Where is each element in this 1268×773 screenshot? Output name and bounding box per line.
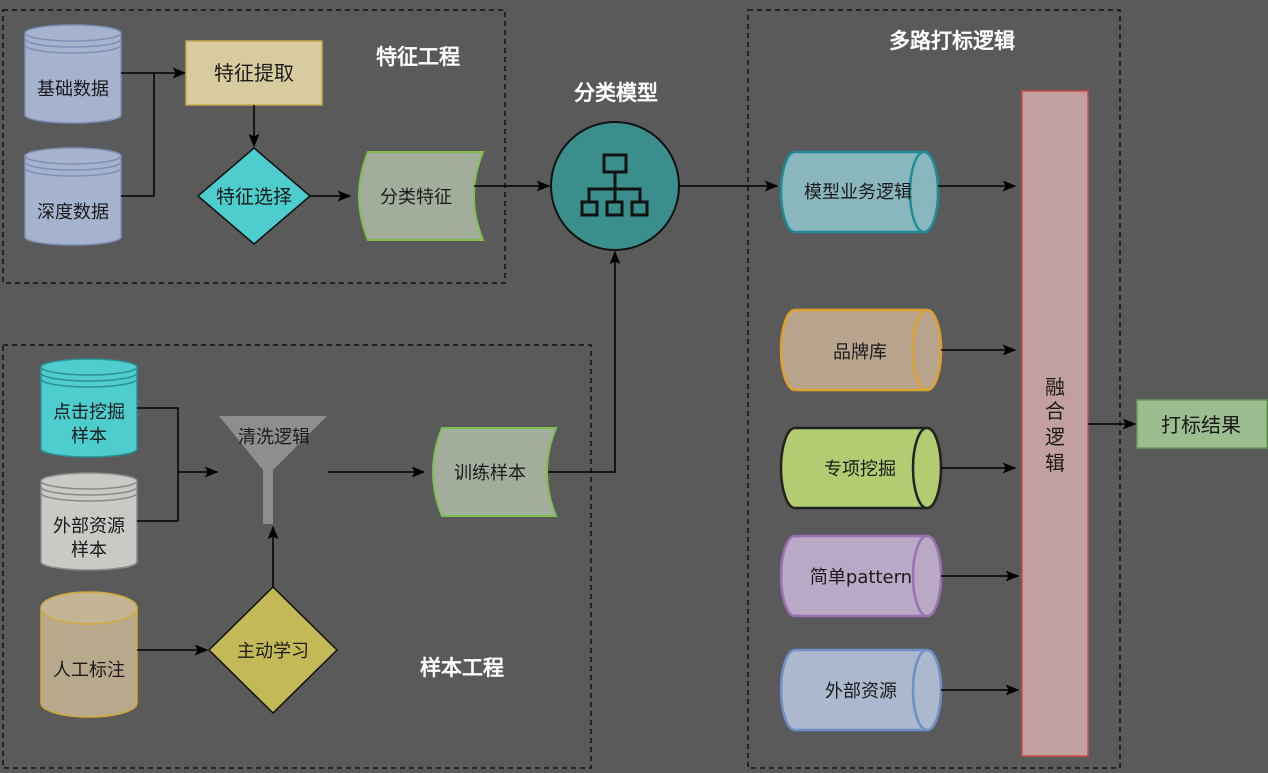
click-mining-database: 点击挖掘 样本 xyxy=(40,358,138,458)
sample-engineering-frame xyxy=(2,344,592,769)
svg-text:专项挖掘: 专项挖掘 xyxy=(824,459,896,480)
svg-text:模型业务逻辑: 模型业务逻辑 xyxy=(804,182,912,203)
simple-pattern-cylinder: 简单pattern xyxy=(779,534,943,618)
svg-text:辑: 辑 xyxy=(1045,451,1065,475)
connector-training-classifier xyxy=(548,250,621,473)
multi-tagging-title: 多路打标逻辑 xyxy=(889,29,1015,53)
svg-text:打标结果: 打标结果 xyxy=(1161,413,1241,437)
svg-text:特征提取: 特征提取 xyxy=(214,61,294,85)
connector-click-mining xyxy=(137,407,179,521)
feature-engineering-frame xyxy=(2,9,506,284)
classifier-title: 分类模型 xyxy=(574,81,658,105)
training-samples-store: 训练样本 xyxy=(432,427,558,517)
feature-extraction-box: 特征提取 xyxy=(185,40,323,106)
basic-data-database: 基础数据 xyxy=(24,24,122,124)
svg-text:逻: 逻 xyxy=(1045,425,1065,449)
special-mining-cylinder: 专项挖掘 xyxy=(779,426,943,510)
svg-text:清洗逻辑: 清洗逻辑 xyxy=(238,427,310,448)
feature-engineering-title: 特征工程 xyxy=(376,45,460,69)
sample-engineering-title: 样本工程 xyxy=(420,656,504,680)
svg-text:分类特征: 分类特征 xyxy=(380,187,452,208)
hierarchy-icon xyxy=(580,153,649,217)
fusion-logic-bar: 融 合 逻 辑 xyxy=(1021,90,1089,757)
svg-text:特征选择: 特征选择 xyxy=(216,186,292,208)
connector-deep-data xyxy=(121,67,187,197)
svg-text:主动学习: 主动学习 xyxy=(237,641,309,662)
svg-text:人工标注: 人工标注 xyxy=(53,660,125,681)
feature-selection-diamond: 特征选择 xyxy=(196,147,312,245)
svg-text:合: 合 xyxy=(1045,399,1065,423)
classifier-node xyxy=(550,121,680,251)
cleaning-funnel: 清洗逻辑 xyxy=(219,416,327,524)
svg-text:融: 融 xyxy=(1045,375,1065,399)
svg-text:样本: 样本 xyxy=(71,426,107,447)
svg-text:简单pattern: 简单pattern xyxy=(810,567,912,588)
deep-data-database: 深度数据 xyxy=(24,147,122,246)
active-learning-diamond: 主动学习 xyxy=(207,585,339,715)
svg-text:基础数据: 基础数据 xyxy=(37,79,109,100)
svg-text:样本: 样本 xyxy=(71,540,107,561)
svg-text:外部资源: 外部资源 xyxy=(53,516,125,537)
svg-text:点击挖掘: 点击挖掘 xyxy=(53,402,125,423)
multi-tagging-frame xyxy=(747,9,1121,769)
external-samples-database: 外部资源 样本 xyxy=(40,472,138,571)
svg-text:深度数据: 深度数据 xyxy=(37,202,109,223)
svg-text:训练样本: 训练样本 xyxy=(454,463,526,484)
tagging-result-box: 打标结果 xyxy=(1136,399,1268,449)
svg-text:品牌库: 品牌库 xyxy=(833,342,887,363)
brand-library-cylinder: 品牌库 xyxy=(779,308,943,392)
manual-label-database: 人工标注 xyxy=(40,591,138,718)
external-resources-cylinder: 外部资源 xyxy=(779,648,943,732)
svg-text:外部资源: 外部资源 xyxy=(825,681,897,702)
model-logic-cylinder: 模型业务逻辑 xyxy=(779,150,940,234)
class-features-store: 分类特征 xyxy=(358,151,485,241)
